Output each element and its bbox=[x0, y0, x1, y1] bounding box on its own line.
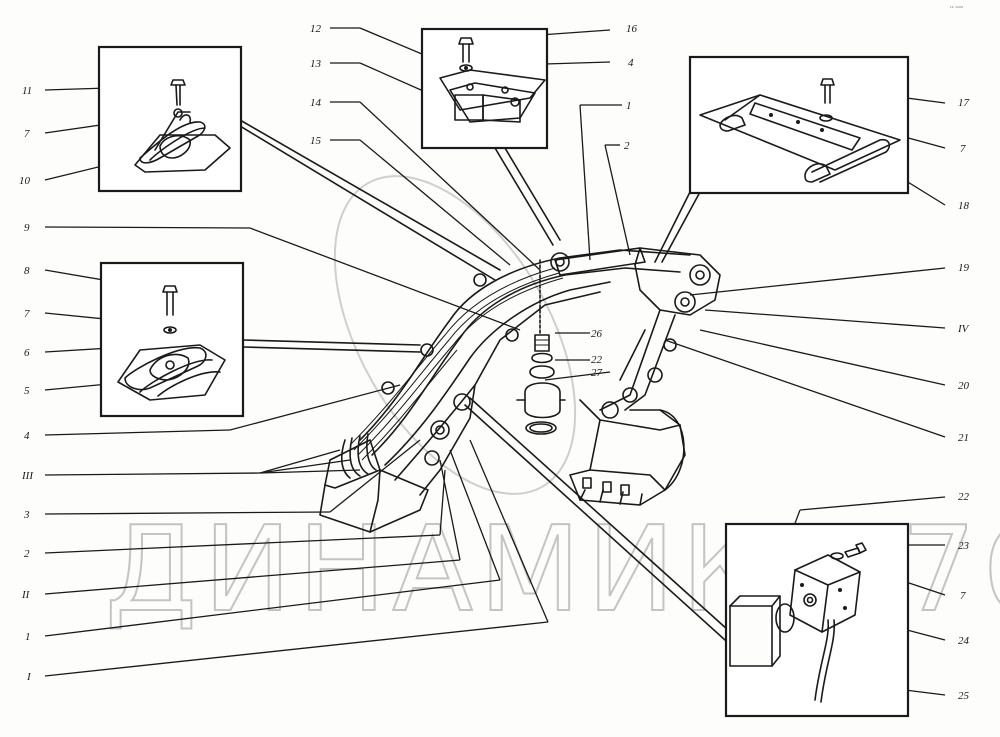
callout-16: 16 bbox=[626, 23, 638, 35]
corner-mark: ¹⁹ ¹⁹⁸⁸ bbox=[950, 5, 963, 11]
callout-I: I bbox=[26, 671, 32, 683]
callout-3: 3 bbox=[23, 509, 30, 521]
callout-III: III bbox=[21, 470, 34, 482]
inset-valve-bottom-right bbox=[724, 522, 910, 718]
callout-17: 17 bbox=[958, 97, 970, 109]
callout-II: II bbox=[21, 589, 31, 601]
callout-18: 18 bbox=[958, 200, 970, 212]
callout-27: 27 bbox=[591, 367, 603, 379]
callout-7-right: 7 bbox=[960, 143, 966, 155]
callout-4-top: 4 bbox=[628, 57, 634, 69]
callout-24: 24 bbox=[958, 635, 970, 647]
callout-IV: IV bbox=[957, 323, 970, 335]
excavator-boom bbox=[319, 247, 721, 533]
inset-connectors bbox=[239, 119, 729, 641]
callout-1: 1 bbox=[25, 631, 31, 643]
watermark-oval bbox=[333, 175, 577, 495]
callout-11: 11 bbox=[22, 85, 32, 97]
callout-6: 6 bbox=[24, 347, 30, 359]
callout-14: 14 bbox=[310, 97, 322, 109]
callout-4: 4 bbox=[24, 430, 30, 442]
callout-7-a: 7 bbox=[24, 128, 30, 140]
callout-2: 2 bbox=[24, 548, 30, 560]
callout-25: 25 bbox=[958, 690, 970, 702]
callout-26: 26 bbox=[591, 328, 603, 340]
callout-5: 5 bbox=[24, 385, 30, 397]
callout-20: 20 bbox=[958, 380, 970, 392]
callout-7-b: 7 bbox=[24, 308, 30, 320]
callout-labels: 11 7 10 9 8 7 6 5 4 III 3 2 II 1 I 12 13… bbox=[19, 23, 970, 702]
callout-21: 21 bbox=[958, 432, 969, 444]
callout-22-mid: 22 bbox=[591, 354, 603, 366]
callout-2-top: 2 bbox=[624, 140, 630, 152]
inset-clamp-mid-left bbox=[99, 261, 245, 418]
callout-15: 15 bbox=[310, 135, 322, 147]
callout-1-top: 1 bbox=[626, 100, 632, 112]
callout-10: 10 bbox=[19, 175, 31, 187]
inset-bracket-top-right bbox=[688, 55, 910, 195]
callout-9: 9 bbox=[24, 222, 30, 234]
callout-23: 23 bbox=[958, 540, 970, 552]
inset-clamp-top-left bbox=[97, 45, 243, 193]
exploded-valve-parts bbox=[516, 259, 566, 435]
inset-plate-top-center bbox=[420, 27, 549, 150]
callout-22-right: 22 bbox=[958, 491, 970, 503]
callout-12: 12 bbox=[310, 23, 322, 35]
callout-8: 8 bbox=[24, 265, 30, 277]
callout-7-bottom-right: 7 bbox=[960, 590, 966, 602]
callout-19: 19 bbox=[958, 262, 970, 274]
callout-13: 13 bbox=[310, 58, 322, 70]
